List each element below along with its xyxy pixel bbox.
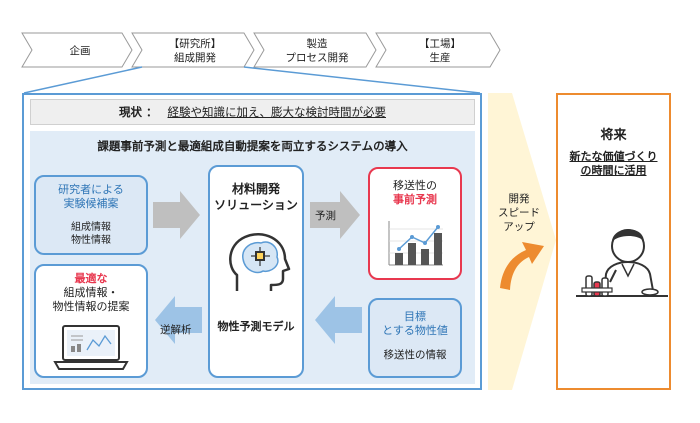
optimal-text: 最適な 組成情報・ 物性情報の提案 — [52, 272, 130, 313]
process-step-3: 製造 プロセス開発 — [285, 38, 349, 64]
process-flow: 企画 【研究所】 組成開発 製造 プロセス開発 【工場】 生産 — [0, 0, 700, 80]
transport-title: 移送性の 事前予測 — [393, 179, 437, 206]
chevron-step-4 — [375, 32, 501, 68]
process-step-2: 【研究所】 組成開発 — [168, 38, 222, 64]
status-label: 現状 ： — [118, 105, 158, 119]
arrow-right-predict — [310, 191, 360, 239]
scientist-icon — [576, 229, 668, 297]
transport-prediction-box: 移送性の 事前予測 — [368, 167, 462, 280]
material-title: 材料開発 ソリューション — [214, 182, 298, 212]
status-text: 経験や知識に加え、膨大な検討時間が必要 — [167, 105, 387, 119]
inverse-label: 逆解析 — [160, 324, 192, 336]
optimal-proposal-box: 最適な 組成情報・ 物性情報の提案 — [34, 264, 148, 378]
researcher-candidates-box: 研究者による 実験候補案 組成情報 物性情報 — [34, 175, 148, 255]
process-step-4: 【工場】 生産 — [419, 38, 461, 64]
future-subtitle: 新たな価値づくり の時間に活用 — [569, 150, 658, 177]
arrow-left-inverse — [155, 296, 202, 344]
researcher-items: 組成情報 物性情報 — [71, 222, 111, 246]
brain-head-icon — [229, 233, 291, 291]
speedup-label: 開発 スピード アップ — [498, 193, 540, 233]
speedup-arrow-band — [488, 93, 556, 390]
status-box: 現状 ： 経験や知識に加え、膨大な検討時間が必要 — [30, 99, 475, 125]
prediction-model-label: 物性予測モデル — [217, 320, 295, 333]
chevron-step-1 — [21, 32, 133, 68]
arrow-right-top-left — [153, 191, 200, 239]
laptop-chart-icon — [53, 325, 129, 370]
material-solution-box: 材料開発 ソリューション 物性予測モデル — [208, 165, 304, 378]
process-step-1: 企画 — [69, 45, 91, 57]
researcher-title: 研究者による 実験候補案 — [58, 183, 124, 210]
predict-label: 予測 — [315, 210, 336, 222]
target-sub: 移送性の情報 — [383, 349, 447, 361]
target-properties-box: 目標 とする物性値 移送性の情報 — [368, 298, 462, 378]
process-chevrons — [21, 32, 501, 68]
system-title: 課題事前予測と最適組成自動提案を両立するシステムの導入 — [97, 139, 408, 153]
speedup-curve-arrow — [500, 242, 544, 290]
bar-chart-icon — [388, 221, 443, 266]
chevron-step-3 — [253, 32, 377, 68]
future-title: 将来 — [600, 128, 627, 143]
arrow-left-bottom-right — [315, 296, 362, 344]
target-title: 目標 とする物性値 — [382, 310, 448, 337]
